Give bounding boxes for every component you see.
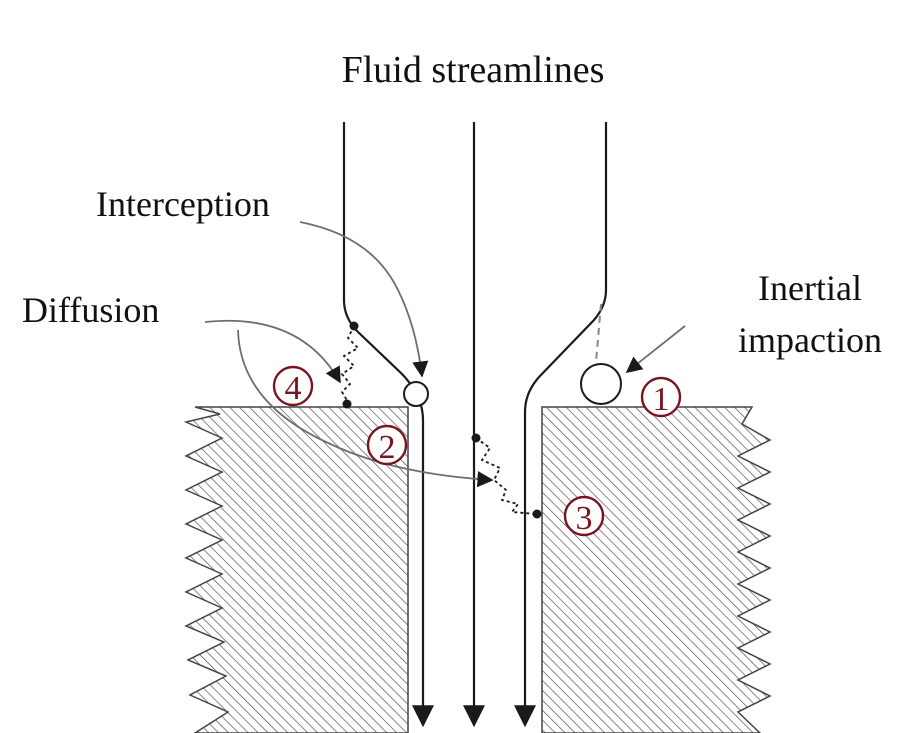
diffusion-dot-bottom	[342, 399, 352, 409]
diffusion-dot-center	[471, 433, 481, 443]
right-fiber-block	[541, 406, 772, 733]
marker-3: 3	[563, 495, 605, 537]
marker-2: 2	[366, 424, 408, 466]
marker-4: 4	[272, 365, 314, 407]
interception-pointer	[299, 221, 429, 378]
marker-3-text: 3	[576, 500, 593, 537]
diffusion-pointer-bottom	[237, 329, 494, 488]
diffusion-dot-top	[349, 321, 359, 331]
inertial-label-line2: impaction	[738, 320, 882, 360]
diffusion-pointer-top	[204, 319, 341, 384]
marker-2-text: 2	[379, 429, 396, 466]
inertial-particle	[580, 363, 622, 405]
right-streamline	[514, 122, 608, 728]
inertial-label-line1: Inertial	[758, 268, 862, 308]
diffusion-label: Diffusion	[22, 290, 159, 330]
interception-particle	[403, 381, 429, 407]
marker-4-text: 4	[285, 370, 302, 407]
diffusion-path-center	[475, 437, 537, 515]
diffusion-path-top	[340, 325, 360, 403]
interception-label: Interception	[96, 184, 270, 224]
diagram-title: Fluid streamlines	[342, 49, 605, 91]
left-streamline	[342, 122, 434, 728]
diffusion-dot-wall	[532, 509, 542, 519]
left-fiber-block	[183, 406, 409, 733]
inertial-dashed-path	[595, 303, 602, 363]
inertial-pointer	[625, 325, 686, 374]
marker-1-text: 1	[653, 381, 670, 418]
marker-1: 1	[640, 376, 682, 418]
